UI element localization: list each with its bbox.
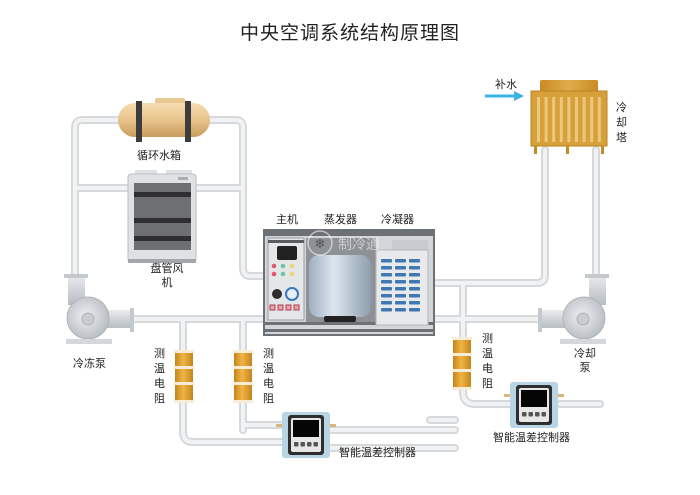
- label-fan-coil-1: 盘管风: [150, 262, 184, 275]
- condenser: [375, 240, 429, 326]
- label-cooling-tower: 冷却塔: [616, 101, 627, 144]
- temp-sensor-2: [233, 350, 253, 403]
- svg-text:❄: ❄: [315, 237, 326, 252]
- pipe-tower-left: [428, 146, 549, 287]
- condenser-fin: [381, 301, 392, 305]
- label-temp-sensor-2: 测温电阻: [263, 347, 274, 405]
- label-cooling-pump-1: 冷却: [574, 347, 596, 360]
- label-evaporator: 蒸发器: [324, 213, 357, 226]
- sensor-band: [174, 382, 194, 385]
- controller-button: [541, 412, 546, 417]
- cooling-tower: [530, 80, 608, 154]
- tower-slat: [537, 97, 540, 142]
- tower-slat: [567, 97, 571, 142]
- controller-button: [528, 412, 533, 417]
- label-makeup-water: 补水: [495, 78, 517, 91]
- condenser-fin: [381, 287, 392, 291]
- condenser-fin: [381, 266, 392, 270]
- controller-display: [293, 420, 319, 437]
- condenser-fin: [395, 259, 406, 263]
- condenser-fin: [409, 259, 420, 263]
- control-panel: [267, 237, 305, 321]
- sensor-body: [175, 350, 193, 402]
- sensor-band: [174, 366, 194, 369]
- condenser-fin: [409, 280, 420, 284]
- label-controller-1: 智能温差控制器: [339, 446, 416, 459]
- controller-button: [300, 442, 305, 447]
- sensor-body: [453, 337, 471, 389]
- controller-button: [307, 442, 312, 447]
- label-fan-coil-2: 机: [161, 276, 173, 289]
- pipe-left-loop: [71, 116, 124, 289]
- condenser-fin: [381, 280, 392, 284]
- controller-display: [521, 390, 547, 407]
- label-cooling-pump-2: 泵: [579, 361, 591, 374]
- controller-button: [313, 442, 318, 447]
- condenser-fin: [395, 308, 406, 312]
- temp-controller-1: [276, 412, 336, 458]
- condenser-fin: [409, 294, 420, 298]
- fan-coil-unit: [127, 170, 197, 263]
- diagram-title: 中央空调系统结构原理图: [239, 22, 460, 44]
- condenser-fin: [381, 308, 392, 312]
- circulating-water-tank: [118, 98, 210, 142]
- sensor-band: [452, 353, 472, 356]
- sensor-band: [452, 337, 472, 340]
- controller-button: [294, 442, 299, 447]
- condenser-fin: [409, 301, 420, 305]
- tower-slat: [552, 97, 556, 142]
- label-temp-sensor-1: 测温电阻: [154, 347, 165, 405]
- label-water-tank: 循环水箱: [137, 149, 181, 162]
- label-temp-sensor-3: 测温电阻: [482, 332, 493, 390]
- sensor-band: [174, 350, 194, 353]
- sensor-band: [452, 387, 472, 390]
- temp-controller-2: [504, 382, 564, 428]
- watermark: ❄ 制冷通: [307, 230, 380, 256]
- condenser-fin: [395, 273, 406, 277]
- condenser-fin: [409, 287, 420, 291]
- watermark-text: 制冷通: [338, 237, 380, 253]
- label-chilled-pump: 冷冻泵: [73, 357, 106, 370]
- condenser-fin: [395, 301, 406, 305]
- chiller-main-unit: ❄ 制冷通: [263, 229, 435, 336]
- condenser-fin: [409, 308, 420, 312]
- label-controller-2: 智能温差控制器: [493, 431, 570, 444]
- pipe-tank-right: [204, 116, 269, 280]
- label-main-unit: 主机: [276, 213, 298, 226]
- makeup-water-arrow-icon: [485, 91, 524, 101]
- tower-slat: [597, 97, 601, 142]
- temp-sensor-1: [174, 350, 194, 403]
- tower-slat: [559, 97, 563, 142]
- condenser-fin: [395, 287, 406, 291]
- condenser-fin: [381, 259, 392, 263]
- label-condenser: 冷凝器: [381, 213, 414, 226]
- sensor-band: [233, 366, 253, 369]
- condenser-fin: [381, 294, 392, 298]
- sensor-band: [174, 400, 194, 403]
- condenser-fin: [395, 266, 406, 270]
- condenser-fin: [381, 273, 392, 277]
- sensor-band: [233, 350, 253, 353]
- controller-button: [535, 412, 540, 417]
- tower-slat: [544, 97, 548, 142]
- temp-sensor-3: [452, 337, 472, 390]
- evaporator: [306, 238, 376, 322]
- condenser-fin: [395, 280, 406, 284]
- tower-slat: [575, 97, 578, 142]
- sensor-band: [233, 400, 253, 403]
- cooling-water-pump: [538, 274, 609, 344]
- condenser-fin: [409, 273, 420, 277]
- condenser-fin: [395, 294, 406, 298]
- tower-slat: [582, 97, 586, 142]
- tower-slat: [590, 97, 594, 142]
- sensor-band: [233, 382, 253, 385]
- controller-button: [522, 412, 527, 417]
- condenser-fin: [409, 266, 420, 270]
- sensor-band: [452, 369, 472, 372]
- chilled-water-pump: [64, 274, 134, 344]
- sensor-body: [234, 350, 252, 402]
